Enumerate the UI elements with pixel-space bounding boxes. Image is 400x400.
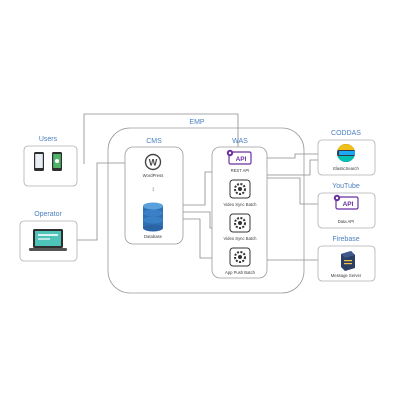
video-sync-batch-node-1: Video Sync Batch	[224, 179, 258, 207]
gear-icon	[234, 183, 246, 195]
message-server-label: Message Server	[331, 273, 362, 278]
youtube-label: YouTube	[332, 183, 360, 190]
emp-group: EMP	[107, 119, 305, 294]
firebase-group: Firebase Message Server	[317, 236, 376, 282]
video-sync-batch-label-1: Video Sync Batch	[224, 202, 258, 207]
video-sync-to-coodaas-line	[250, 159, 318, 176]
firebase-label: Firebase	[332, 236, 359, 243]
gear-icon	[234, 251, 246, 263]
coodaas-label: CODDAS	[331, 130, 361, 137]
cms-group: CMS	[124, 138, 184, 245]
was-group: WAS	[211, 138, 268, 279]
coodaas-group: CODDAS ElasticSearch	[317, 130, 376, 176]
emp-label: EMP	[189, 119, 205, 126]
operator-group: Operator	[19, 211, 78, 262]
video-sync-to-youtube-line	[250, 177, 318, 205]
api-icon: API	[226, 149, 252, 165]
database-node: Database	[143, 202, 163, 239]
rest-api-node: API REST API	[226, 149, 252, 173]
message-server-icon	[341, 251, 355, 271]
database-icon	[143, 202, 163, 232]
laptop-icon	[29, 229, 67, 251]
was-label: WAS	[232, 138, 248, 145]
youtube-group: YouTube API Data API	[317, 183, 376, 229]
cms-label: CMS	[146, 138, 162, 145]
phone-green-screen-icon	[52, 152, 62, 171]
rest-api-badge: API	[236, 156, 247, 163]
phone-icon	[34, 152, 44, 171]
app-push-batch-node: App Push Batch	[225, 247, 256, 275]
link-arrows-icon: ↕	[152, 187, 155, 193]
video-sync-batch-label-2: Video Sync Batch	[224, 236, 258, 241]
data-api-label: Data API	[338, 219, 355, 224]
operator-label: Operator	[34, 211, 62, 218]
connectors	[77, 113, 318, 261]
users-to-rest-api-line	[83, 113, 239, 164]
wordpress-node: W WordPress ↕	[143, 153, 164, 193]
wordpress-icon: W	[144, 153, 162, 171]
users-group: Users	[23, 136, 78, 187]
svg-text:W: W	[149, 158, 158, 168]
wordpress-label: WordPress	[143, 173, 164, 178]
database-label: Database	[144, 234, 163, 239]
rest-api-to-coodaas-line	[250, 153, 318, 159]
app-push-batch-label: App Push Batch	[225, 270, 256, 275]
gear-icon	[234, 217, 246, 229]
elasticsearch-label: ElasticSearch	[333, 166, 359, 171]
api-icon: API	[333, 194, 359, 210]
operator-to-cms-line	[77, 162, 125, 241]
rest-api-label: REST API	[231, 168, 250, 173]
users-label: Users	[39, 136, 58, 143]
elasticsearch-icon	[337, 143, 355, 163]
data-api-badge: API	[343, 201, 354, 208]
video-sync-batch-node-2: Video Sync Batch	[224, 213, 258, 241]
